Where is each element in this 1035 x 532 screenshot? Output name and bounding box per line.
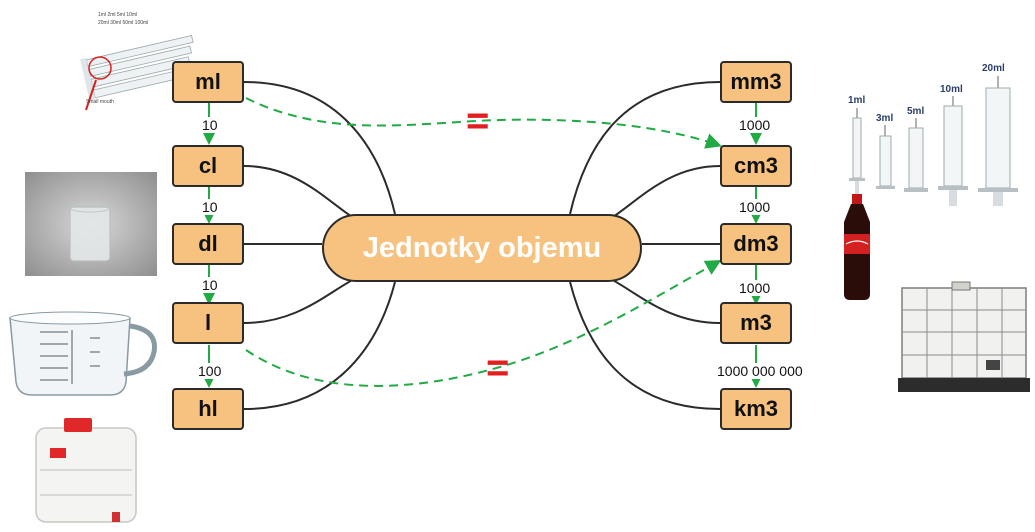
syringe-caption-line-1: 1ml 2ml 5ml 10ml <box>98 12 138 18</box>
syringe-label-3ml: 3ml <box>876 113 894 124</box>
syringe-caption-line-2: 20ml 30ml 50ml 100ml <box>98 20 149 26</box>
unit-box-dl: dl <box>172 223 244 265</box>
measuring-cup-image <box>9 311 157 396</box>
canister-image <box>35 418 137 523</box>
connector-lines <box>243 81 721 410</box>
syringe-label-10ml: 10ml <box>940 84 963 95</box>
equals-sign-top: = <box>466 99 490 143</box>
syringe-note: Small mouth <box>86 99 114 105</box>
unit-box-km3: km3 <box>720 388 792 430</box>
unit-box-mm3: mm3 <box>720 61 792 103</box>
syringe-label-20ml: 20ml <box>982 63 1005 74</box>
ibc-tank-image <box>898 281 1030 392</box>
factor-cl-dl: 10 <box>201 199 219 215</box>
unit-box-l: l <box>172 302 244 344</box>
glass-photo <box>25 172 157 276</box>
unit-box-cl: cl <box>172 145 244 187</box>
small-syringes-image <box>80 35 194 111</box>
factor-mm3-cm3: 1000 <box>738 117 772 133</box>
factor-dm3-m3: 1000 <box>738 280 772 296</box>
syringe-label-1ml: 1ml <box>848 95 866 106</box>
unit-box-cm3: cm3 <box>720 145 792 187</box>
equals-sign-bottom: = <box>486 346 510 390</box>
unit-box-ml: ml <box>172 61 244 103</box>
factor-l-hl: 100 <box>197 363 223 379</box>
equality-curves <box>245 97 722 387</box>
factor-ml-cl: 10 <box>201 117 219 133</box>
syringes-image <box>849 76 1018 206</box>
unit-box-hl: hl <box>172 388 244 430</box>
factor-m3-km3: 1000 000 000 <box>716 363 804 379</box>
factor-dl-l: 10 <box>201 277 219 293</box>
syringe-label-5ml: 5ml <box>907 106 925 117</box>
cola-bottle-image <box>844 194 870 300</box>
unit-box-dm3: dm3 <box>720 223 792 265</box>
unit-box-m3: m3 <box>720 302 792 344</box>
center-title: Jednotky objemu <box>322 214 642 282</box>
factor-cm3-dm3: 1000 <box>738 199 772 215</box>
